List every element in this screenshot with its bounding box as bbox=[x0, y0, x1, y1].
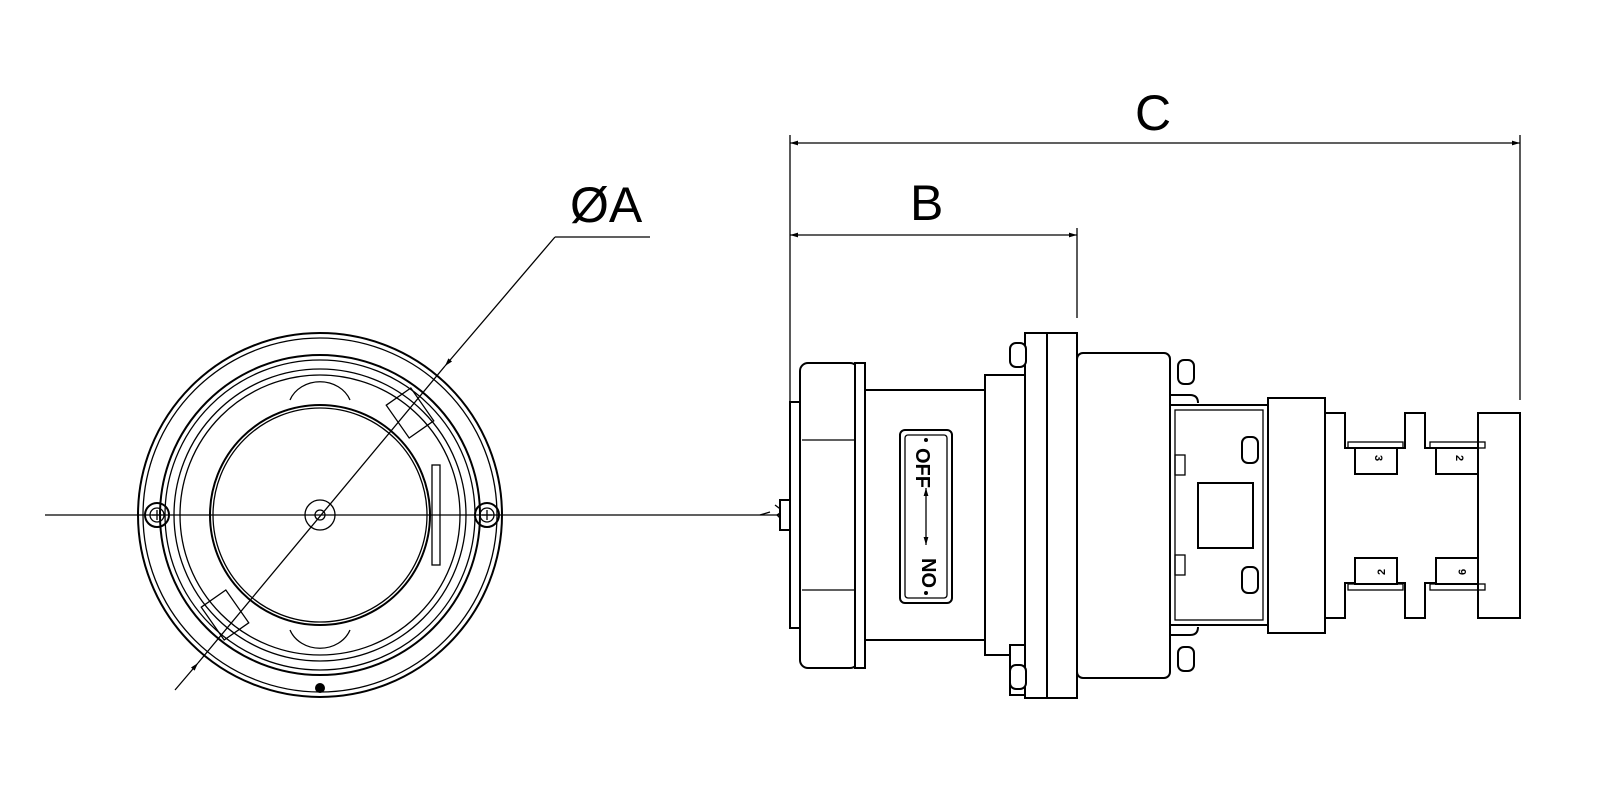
screw-icon bbox=[144, 502, 170, 528]
screw-icon bbox=[1009, 664, 1027, 690]
diameter-label: ØA bbox=[570, 177, 643, 233]
on-off-label-plate: OFF ON bbox=[899, 429, 953, 604]
svg-text:6: 6 bbox=[1457, 569, 1469, 575]
screw-icon bbox=[1177, 359, 1195, 385]
dimension-c-label: C bbox=[1135, 85, 1171, 141]
screw-icon bbox=[474, 502, 500, 528]
screw-icon bbox=[1009, 342, 1027, 368]
side-view: OFF ON 3 2 bbox=[759, 332, 1521, 699]
terminal: 2 bbox=[1347, 557, 1404, 591]
screw-icon bbox=[1177, 646, 1195, 672]
off-label: OFF bbox=[911, 448, 933, 488]
terminal: 2 bbox=[1429, 441, 1486, 475]
terminal: 6 bbox=[1429, 557, 1486, 591]
svg-text:2: 2 bbox=[1453, 455, 1465, 461]
on-label: ON bbox=[919, 558, 941, 588]
dimension-b-label: B bbox=[910, 175, 943, 231]
front-view: ØA bbox=[45, 177, 1075, 698]
svg-text:2: 2 bbox=[1376, 569, 1388, 575]
screw-icon bbox=[1241, 566, 1259, 594]
screw-icon bbox=[315, 683, 325, 693]
screw-icon bbox=[1241, 436, 1259, 464]
svg-text:3: 3 bbox=[1372, 455, 1384, 461]
terminal: 3 bbox=[1347, 441, 1404, 475]
